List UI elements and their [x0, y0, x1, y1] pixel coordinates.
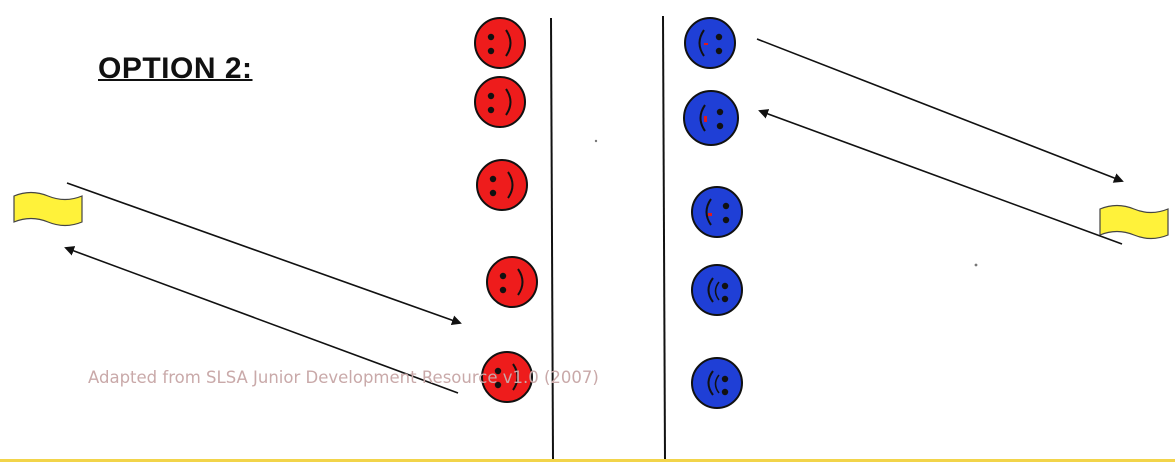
red-sad-face-2 [474, 76, 526, 128]
blue-sad-face-3 [691, 186, 743, 238]
diagram-title: OPTION 2: [98, 52, 253, 85]
red-sad-face-1 [474, 17, 526, 69]
speck [974, 263, 978, 267]
red-sad-face-3 [476, 159, 528, 211]
lane-line-left [550, 17, 554, 461]
red-sad-face-4 [486, 256, 538, 308]
red-sad-face-5 [481, 351, 533, 403]
blue-sad-face-2 [683, 90, 739, 146]
left-arrow-return [64, 246, 459, 394]
right-arrow-out [756, 38, 1124, 183]
lane-line-right [662, 15, 666, 461]
left-flag-icon [13, 191, 83, 227]
attribution-watermark: Adapted from SLSA Junior Development Res… [88, 368, 599, 387]
blue-sad-face-4 [691, 264, 743, 316]
blue-sad-face-5 [691, 357, 743, 409]
right-arrow-return [758, 109, 1123, 245]
right-flag-icon [1099, 204, 1169, 240]
left-arrow-out [66, 182, 462, 326]
blue-sad-face-1 [684, 17, 736, 69]
bottom-border [0, 459, 1175, 462]
speck [594, 139, 598, 143]
